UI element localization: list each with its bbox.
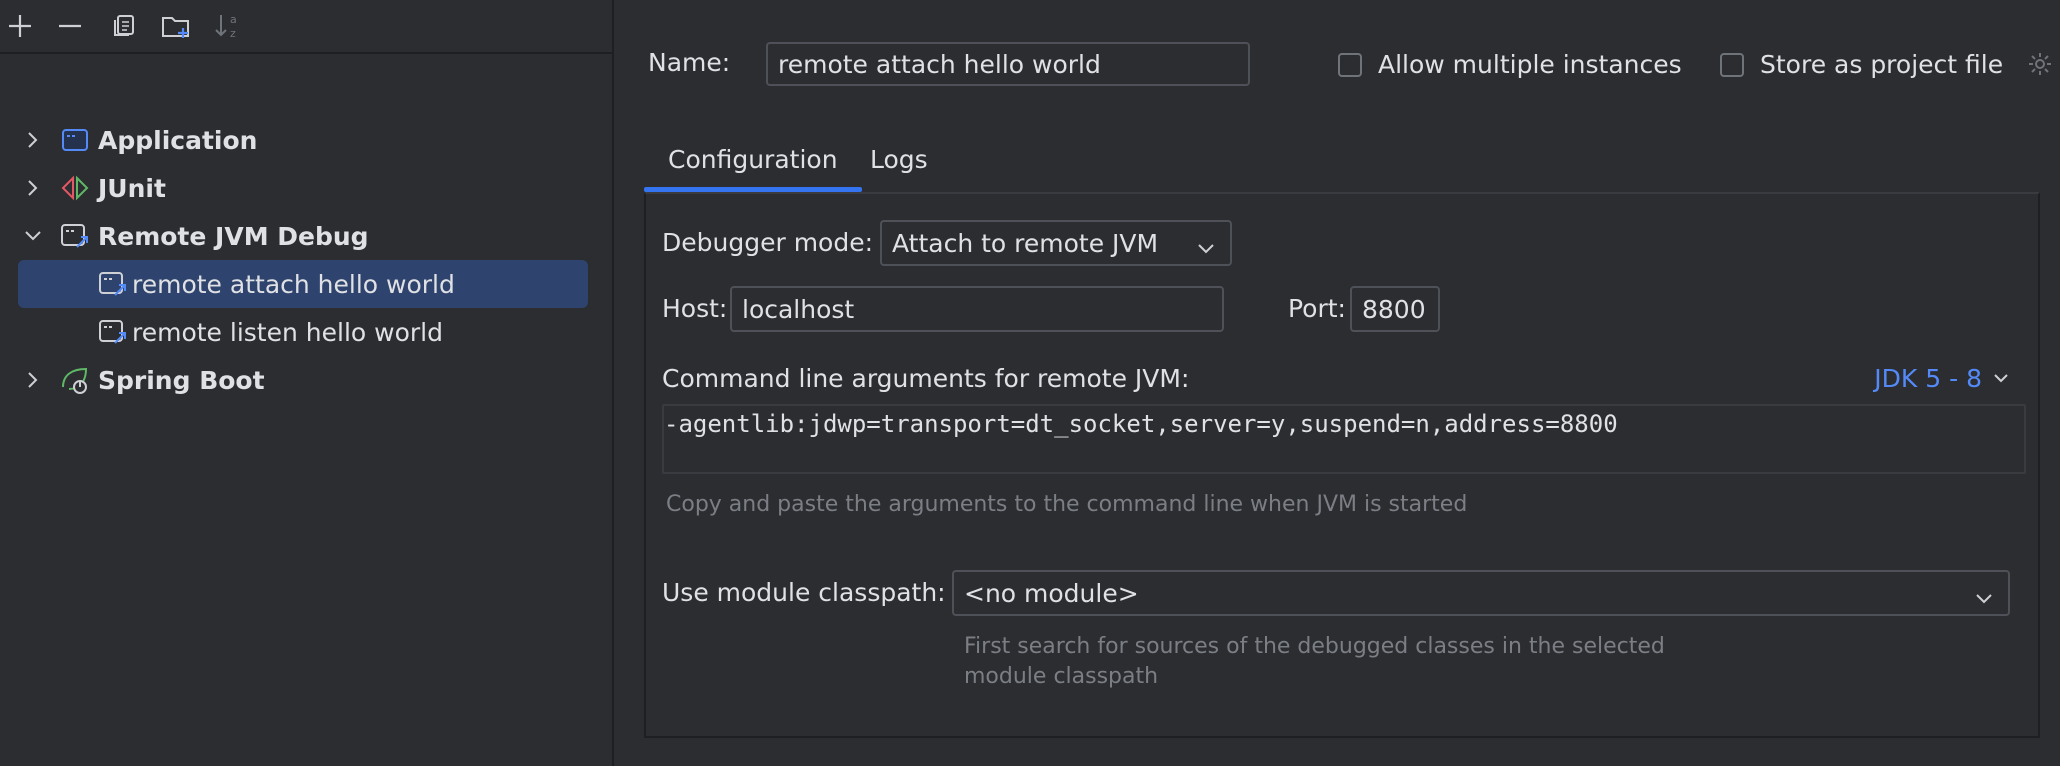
chevron-right-icon[interactable] bbox=[22, 129, 44, 151]
config-tabs: Configuration Logs bbox=[644, 126, 2044, 194]
tree-item-application[interactable]: Application bbox=[0, 116, 612, 164]
allow-multiple-instances-checkbox[interactable]: Allow multiple instances bbox=[1338, 50, 1682, 79]
tree-item-remote-attach-hello-world[interactable]: remote attach hello world bbox=[0, 260, 612, 308]
tree-item-label: remote listen hello world bbox=[132, 317, 443, 347]
jdk-version-dropdown[interactable]: JDK 5 - 8 bbox=[1874, 364, 2010, 393]
module-classpath-hint-line1: First search for sources of the debugged… bbox=[964, 634, 1665, 659]
debugger-mode-value: Attach to remote JVM bbox=[892, 228, 1159, 258]
jdk-version-label: JDK 5 - 8 bbox=[1874, 364, 1982, 393]
svg-text:z: z bbox=[230, 27, 236, 40]
tab-configuration[interactable]: Configuration bbox=[644, 126, 862, 192]
chevron-down-icon bbox=[1196, 234, 1216, 263]
cmd-args-label: Command line arguments for remote JVM: bbox=[662, 364, 1190, 393]
tree-item-remote-listen-hello-world[interactable]: remote listen hello world bbox=[0, 308, 612, 356]
plus-icon bbox=[9, 15, 31, 37]
remote-debug-icon bbox=[98, 269, 128, 299]
chevron-right-icon[interactable] bbox=[22, 369, 44, 391]
configuration-panel: Debugger mode: Attach to remote JVM Host… bbox=[644, 192, 2040, 738]
port-label: Port: bbox=[1288, 294, 1346, 323]
checkbox-box[interactable] bbox=[1338, 52, 1362, 77]
chevron-down-icon bbox=[1974, 584, 1994, 613]
tree-item-label: Remote JVM Debug bbox=[98, 221, 369, 251]
allow-multiple-instances-label: Allow multiple instances bbox=[1378, 50, 1682, 79]
spring-boot-icon bbox=[60, 365, 90, 395]
add-configuration-button[interactable] bbox=[2, 8, 38, 44]
port-input[interactable]: 8800 bbox=[1350, 286, 1440, 332]
junit-icon bbox=[60, 173, 90, 203]
name-label: Name: bbox=[648, 48, 731, 77]
sort-alphabetically-button[interactable]: a z bbox=[210, 8, 246, 44]
run-configurations-tree-panel: a z Application JUnit bbox=[0, 0, 614, 766]
application-icon bbox=[60, 125, 90, 155]
cmd-args-field[interactable]: -agentlib:jdwp=transport=dt_socket,serve… bbox=[662, 404, 2026, 474]
store-as-project-file-label: Store as project file bbox=[1760, 50, 2004, 79]
debugger-mode-select[interactable]: Attach to remote JVM bbox=[880, 220, 1232, 266]
host-input[interactable]: localhost bbox=[730, 286, 1224, 332]
module-classpath-value: <no module> bbox=[964, 578, 1139, 608]
module-classpath-label: Use module classpath: bbox=[662, 578, 946, 607]
cmd-args-hint: Copy and paste the arguments to the comm… bbox=[666, 492, 1468, 517]
tree-item-label: Spring Boot bbox=[98, 365, 265, 395]
tab-logs[interactable]: Logs bbox=[870, 144, 928, 174]
remote-debug-icon bbox=[60, 221, 90, 251]
chevron-down-icon bbox=[1994, 373, 2008, 382]
minus-icon bbox=[59, 24, 81, 28]
tree-item-junit[interactable]: JUnit bbox=[0, 164, 612, 212]
tree-item-label: Application bbox=[98, 125, 258, 155]
checkbox-box[interactable] bbox=[1720, 52, 1744, 77]
tree-item-spring-boot[interactable]: Spring Boot bbox=[0, 356, 612, 404]
copy-icon bbox=[114, 15, 134, 36]
gear-icon[interactable] bbox=[2026, 50, 2054, 82]
configuration-editor: Name: remote attach hello world Allow mu… bbox=[614, 0, 2060, 766]
new-folder-icon bbox=[162, 17, 189, 38]
remote-debug-icon bbox=[98, 317, 128, 347]
name-input[interactable]: remote attach hello world bbox=[766, 42, 1250, 86]
tree-item-label: JUnit bbox=[98, 173, 166, 203]
chevron-down-icon[interactable] bbox=[22, 225, 44, 247]
svg-text:a: a bbox=[230, 13, 237, 26]
module-classpath-select[interactable]: <no module> bbox=[952, 570, 2010, 616]
host-label: Host: bbox=[662, 294, 728, 323]
module-classpath-hint-line2: module classpath bbox=[964, 664, 1159, 689]
copy-configuration-button[interactable] bbox=[106, 8, 142, 44]
sort-alpha-icon: a z bbox=[215, 13, 237, 40]
remove-configuration-button[interactable] bbox=[52, 8, 88, 44]
tree-item-remote-jvm-debug[interactable]: Remote JVM Debug bbox=[0, 212, 612, 260]
new-folder-button[interactable] bbox=[158, 8, 194, 44]
tree-toolbar: a z bbox=[0, 0, 612, 54]
store-as-project-file-checkbox[interactable]: Store as project file bbox=[1720, 50, 2003, 79]
debugger-mode-label: Debugger mode: bbox=[662, 228, 874, 257]
tree-item-label: remote attach hello world bbox=[132, 269, 455, 299]
chevron-right-icon[interactable] bbox=[22, 177, 44, 199]
